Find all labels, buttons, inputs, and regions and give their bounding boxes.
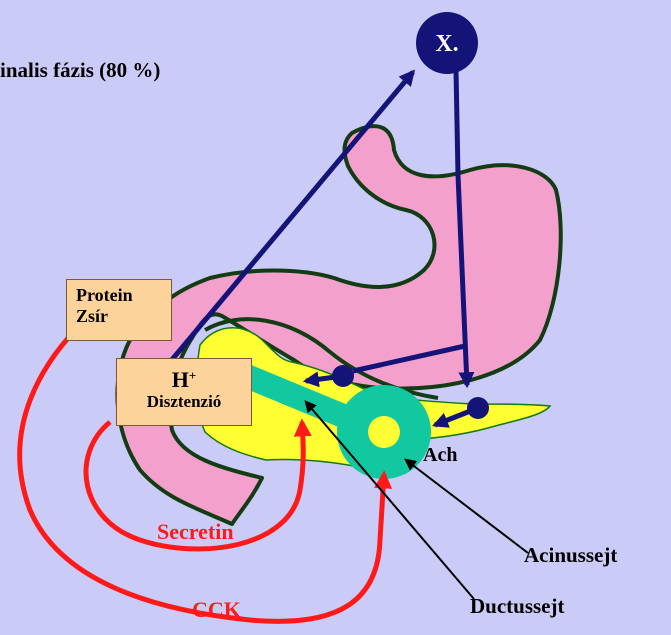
ach-label: Ach — [423, 444, 457, 467]
x-node-label: X. — [412, 20, 482, 68]
acinus-lumen — [368, 416, 400, 448]
pointer-acinus — [406, 460, 528, 553]
protein-label: Protein — [76, 285, 171, 306]
acinus-cell-label: Acinussejt — [524, 543, 617, 568]
fat-label: Zsír — [76, 306, 171, 327]
h-distension-box: H+ Disztenzió — [116, 358, 252, 426]
cck-label: CCK — [192, 597, 241, 623]
distension-label: Disztenzió — [117, 391, 251, 413]
ganglion-node-1 — [332, 365, 354, 387]
phase-title: inalis fázis (80 %) — [0, 58, 160, 83]
ductus-cell-label: Ductussejt — [470, 594, 565, 619]
ganglion-node-2 — [467, 397, 489, 419]
secretin-label: Secretin — [157, 519, 234, 545]
protein-fat-box: Protein Zsír — [66, 279, 172, 341]
h-ion-label: H+ — [117, 365, 251, 391]
